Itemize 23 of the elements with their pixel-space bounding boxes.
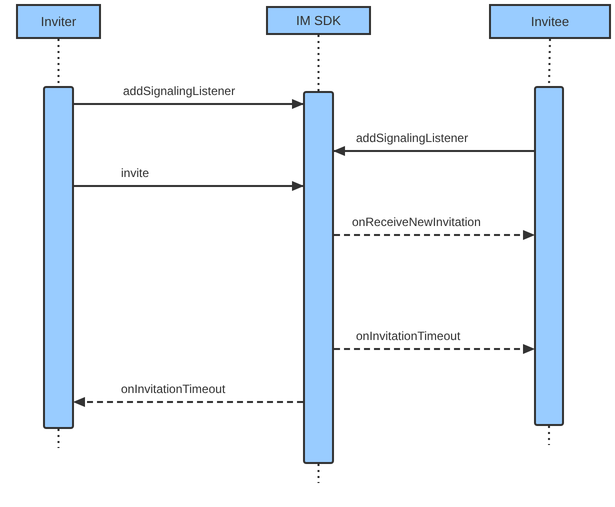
edge-label: onReceiveNewInvitation [351,215,482,229]
lifeline [548,426,550,445]
activation-bar [303,91,334,464]
message-arrow [334,344,535,354]
activation-bar [43,86,74,429]
message-arrow [334,230,535,240]
lifeline [58,39,60,86]
edge-label: onInvitationTimeout [120,382,226,396]
participant-box: IM SDK [266,6,371,35]
message-arrow [73,397,303,407]
edge-label: addSignalingListener [122,84,236,98]
message-arrow [333,146,534,156]
participant-box: Invitee [489,4,611,39]
edge-label: invite [120,166,150,180]
lifeline [318,35,320,91]
message-arrow [74,99,304,109]
activation-bar [534,86,564,426]
lifeline [318,464,320,483]
lifeline [58,429,60,448]
message-arrow [74,181,304,191]
participant-box: Inviter [16,4,101,39]
edge-label: onInvitationTimeout [355,329,462,343]
edge-label: addSignalingListener [355,131,470,145]
